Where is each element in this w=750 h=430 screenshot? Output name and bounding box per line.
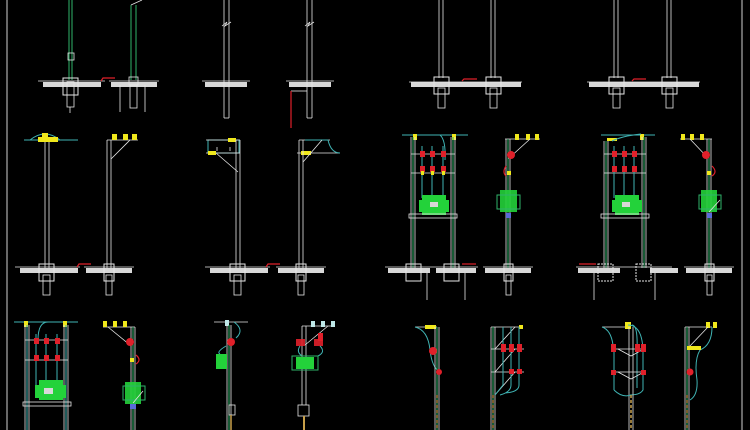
detail-side-double-crossarm-pole xyxy=(276,139,341,296)
detail-pole-green-mast xyxy=(38,0,115,113)
detail-h-frame-transformer-row3 xyxy=(14,321,78,430)
transformer-label-plate xyxy=(430,202,438,207)
detail-pole-broken-red-ground xyxy=(286,0,334,128)
detail-single-pole-transformer-1 xyxy=(483,134,540,296)
detail-side-crossarm-pole xyxy=(84,134,138,296)
detail-h-frame-transformer-1 xyxy=(385,134,478,300)
detail-paired-poles-left xyxy=(409,0,522,109)
detail-y-frame-cutout-pole-row3 xyxy=(601,322,646,430)
detail-pole-mounted-transformer-row3 xyxy=(214,320,248,430)
detail-double-crossarm-pole xyxy=(205,138,280,296)
detail-pole-broken-plain xyxy=(202,0,250,119)
detail-side-transformer-row3 xyxy=(103,321,146,430)
detail-side-cutout-pole-row3 xyxy=(414,325,442,430)
detail-pole-cutouts-meter-row3 xyxy=(291,321,335,430)
detail-pole-deep-foundation xyxy=(109,0,159,112)
detail-single-crossarm-pole xyxy=(15,133,91,296)
detail-h-frame-transformer-2 xyxy=(576,133,678,300)
detail-paired-poles-right xyxy=(587,0,700,109)
detail-side-insulator-pole-row3 xyxy=(684,322,717,430)
detail-single-pole-transformer-2 xyxy=(680,134,734,296)
detail-frame-cutout-pole-row3 xyxy=(490,325,524,430)
